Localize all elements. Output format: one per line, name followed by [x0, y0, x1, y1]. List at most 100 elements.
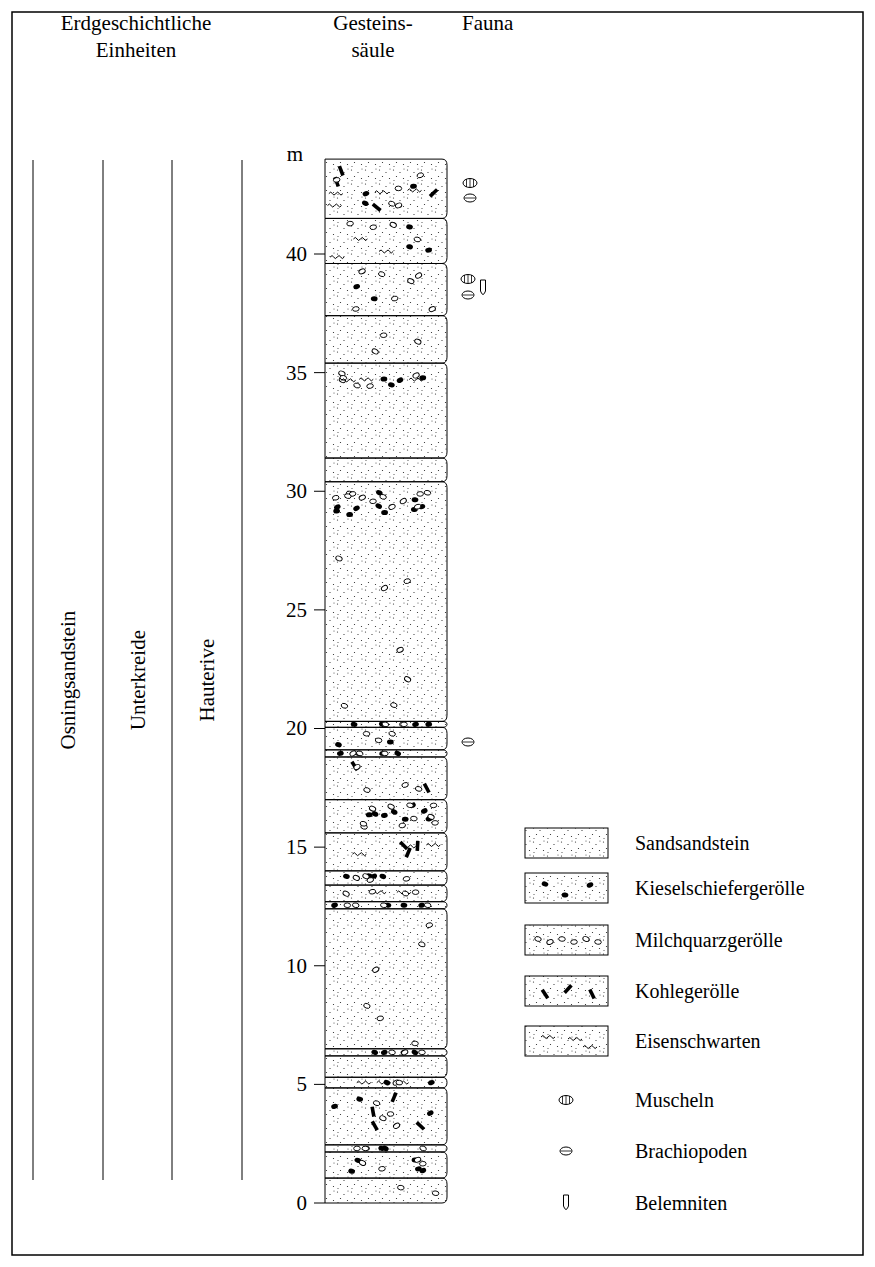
eisenschwarte-symbol [330, 256, 344, 259]
milchquarz-symbol [377, 1015, 384, 1021]
kieselschiefer-symbol [337, 750, 345, 756]
shell-rib [473, 179, 474, 187]
milchquarz-symbol [424, 902, 431, 908]
kohle-symbol [423, 783, 431, 794]
rock-layer [325, 727, 447, 750]
milchquarz-symbol [379, 1115, 387, 1122]
eisenschwarte-symbol [379, 250, 393, 253]
rock-layer [325, 885, 447, 902]
milchquarz-symbol [403, 876, 410, 882]
milchquarz-symbol [359, 1159, 367, 1166]
milchquarz-symbol [403, 578, 411, 584]
milchquarz-symbol [415, 272, 423, 279]
milchquarz-symbol [379, 494, 387, 500]
milchquarz-symbol [412, 1041, 419, 1046]
milchquarz-symbol [356, 750, 364, 756]
rock-layer [325, 363, 447, 458]
frame [12, 12, 863, 1255]
kieselschiefer-symbol [350, 721, 358, 727]
milchquarz-symbol [388, 1050, 395, 1056]
rock-layer [325, 1152, 447, 1178]
rock-layer [325, 757, 447, 800]
milchquarz-symbol [352, 306, 359, 311]
label-text: 35 [286, 360, 307, 386]
rock-layer [325, 316, 447, 363]
kieselschiefer-symbol [363, 1146, 370, 1152]
shell-rib [468, 275, 469, 283]
scale-tick [314, 609, 325, 610]
milchquarz-symbol [428, 306, 436, 313]
rock-layer [325, 1145, 447, 1152]
kohle-symbol [563, 984, 572, 994]
milchquarz-symbol [414, 504, 422, 510]
kieselschiefer-symbol [366, 812, 373, 817]
rock-layer [325, 800, 447, 833]
kohle-symbol [390, 1092, 397, 1103]
milchquarz-symbol [559, 936, 566, 941]
label-text: 30 [286, 478, 307, 504]
scale-tick [314, 847, 325, 848]
legend-samples [525, 828, 608, 1056]
kohle-symbol [429, 188, 439, 198]
milchquarz-symbol [344, 903, 351, 908]
milchquarz-symbol [401, 1049, 409, 1056]
milchquarz-symbol [424, 490, 431, 496]
milchquarz-symbol [418, 941, 426, 947]
rock-layer [325, 1178, 447, 1203]
kieselschiefer-symbol [352, 505, 360, 513]
milchquarz-symbol [426, 922, 434, 928]
milchquarz-symbol [571, 939, 578, 944]
shell-outline [463, 179, 477, 188]
shell-outline [559, 1096, 573, 1105]
rock-layer [325, 871, 447, 885]
milchquarz-symbol [419, 1161, 426, 1166]
scale-tick [314, 1084, 325, 1085]
milchquarz-symbol [399, 497, 407, 504]
rock-layer [325, 833, 447, 871]
label-text: 40 [286, 241, 307, 267]
rock-column [325, 159, 447, 1203]
milchquarz-symbol [354, 1146, 361, 1151]
eisenschwarte-symbol [541, 1036, 555, 1039]
kieselschiefer-symbol [342, 873, 350, 880]
milchquarz-symbol [358, 268, 366, 275]
muschel-symbol [463, 179, 477, 188]
milchquarz-symbol [430, 803, 437, 808]
milchquarz-symbol [419, 1050, 426, 1055]
milchquarz-symbol [333, 177, 340, 183]
milchquarz-symbol [396, 1080, 403, 1086]
shell-rib [569, 1096, 570, 1104]
milchquarz-symbol [360, 821, 368, 827]
brachiopod-symbol [462, 291, 474, 299]
kieselschiefer-symbol [402, 816, 409, 822]
milchquarz-symbol [406, 802, 413, 808]
rock-layer [325, 458, 447, 482]
kieselschiefer-symbol [356, 1096, 364, 1102]
shell-rib [470, 179, 471, 187]
milchquarz-symbol [389, 221, 397, 228]
kieselschiefer-symbol [380, 1049, 388, 1056]
eisenschwarte-symbol [357, 1081, 371, 1084]
scale-tick [314, 491, 325, 492]
milchquarz-symbol [395, 202, 403, 209]
milchquarz-symbol [395, 186, 402, 191]
milchquarz-symbol [399, 823, 406, 829]
rock-layer [325, 750, 447, 757]
milchquarz-symbol [369, 805, 377, 812]
label-text: 15 [286, 834, 307, 860]
kieselschiefer-symbol [362, 190, 370, 197]
milchquarz-symbol [370, 225, 377, 230]
milchquarz-symbol [404, 676, 412, 683]
kohle-symbol [415, 841, 419, 851]
brachiopod-symbol [462, 738, 474, 746]
milchquarz-symbol [387, 1112, 394, 1117]
shell-outline [560, 1147, 572, 1155]
kieselschiefer-symbol [371, 296, 378, 301]
milchquarz-symbol [382, 721, 389, 727]
milchquarz-symbol [419, 1145, 427, 1151]
milchquarz-symbol [407, 278, 415, 285]
muschel-symbol [461, 275, 475, 284]
scale-tick [314, 728, 325, 729]
milchquarz-symbol [432, 1190, 439, 1196]
milchquarz-symbol [352, 874, 360, 881]
